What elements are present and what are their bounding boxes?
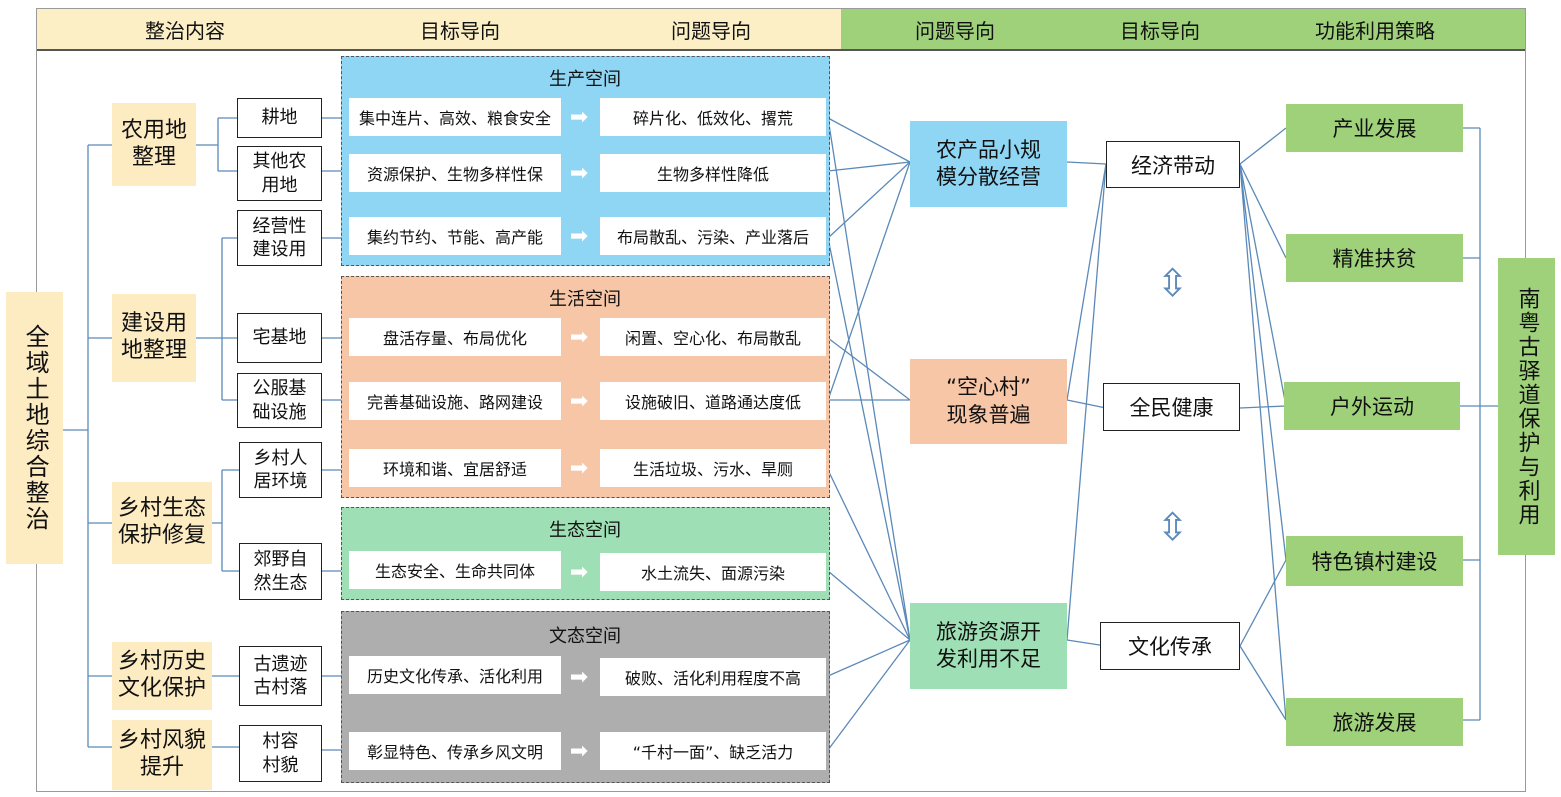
- header-target: 目标导向: [420, 18, 500, 43]
- target-cell: 环境和谐、宜居舒适: [349, 449, 561, 487]
- right-arrow-icon: ➡: [569, 223, 589, 249]
- item-village-appearance: 村容 村貌: [239, 725, 322, 782]
- target-cell: 完善基础设施、路网建设: [349, 382, 561, 420]
- goal-health: 全民健康: [1103, 383, 1240, 431]
- panel-title: 生态空间: [549, 520, 621, 541]
- header-target-2: 目标导向: [1120, 18, 1200, 43]
- item-homestead: 宅基地: [237, 313, 322, 363]
- problem-cell: 闲置、空心化、布局散乱: [600, 318, 826, 356]
- problem-cell: 水土流失、面源污染: [600, 553, 826, 591]
- item-farmland: 耕地: [237, 98, 322, 138]
- item-ancient-villages: 古遗迹 古村落: [239, 646, 322, 706]
- problem-cell: 生活垃圾、污水、旱厕: [600, 449, 826, 487]
- panel-living: 生活空间 盘活存量、布局优化 ➡ 闲置、空心化、布局散乱 完善基础设施、路网建设…: [341, 276, 830, 498]
- category-history: 乡村历史 文化保护: [112, 642, 212, 710]
- header-strategy: 功能利用策略: [1315, 18, 1435, 43]
- problem-tourism-underused: 旅游资源开 发利用不足: [910, 603, 1067, 689]
- target-cell: 集中连片、高效、粮食安全: [349, 98, 561, 136]
- right-arrow-icon: ➡: [569, 455, 589, 481]
- category-ecology: 乡村生态 保护修复: [112, 482, 212, 564]
- panel-ecology: 生态空间 生态安全、生命共同体 ➡ 水土流失、面源污染: [341, 507, 830, 600]
- target-cell: 资源保护、生物多样性保: [349, 154, 561, 192]
- strategy-town-building: 特色镇村建设: [1286, 536, 1463, 586]
- right-arrow-icon: ➡: [569, 559, 589, 585]
- target-cell: 盘活存量、布局优化: [349, 318, 561, 356]
- problem-cell: “千村一面”、缺乏活力: [600, 732, 826, 770]
- double-arrow-icon: ⇳: [1156, 505, 1189, 549]
- panel-production: 生产空间 集中连片、高效、粮食安全 ➡ 碎片化、低效化、撂荒 资源保护、生物多样…: [341, 56, 830, 266]
- problem-hollow-village: “空心村” 现象普遍: [910, 359, 1067, 444]
- strategy-tourism: 旅游发展: [1286, 698, 1463, 746]
- item-living-environment: 乡村人 居环境: [239, 442, 322, 498]
- problem-cell: 生物多样性降低: [600, 154, 826, 192]
- right-arrow-icon: ➡: [569, 104, 589, 130]
- root-node: 全域土地综合整治: [6, 292, 63, 564]
- double-arrow-icon: ⇳: [1156, 261, 1189, 305]
- target-cell: 历史文化传承、活化利用: [349, 656, 561, 694]
- header-problem: 问题导向: [671, 18, 751, 43]
- problem-cell: 破败、活化利用程度不高: [600, 658, 826, 696]
- right-arrow-icon: ➡: [569, 738, 589, 764]
- problem-cell: 布局散乱、污染、产业落后: [600, 217, 826, 255]
- header-right-band: [841, 9, 1525, 49]
- strategy-poverty: 精准扶贫: [1286, 234, 1463, 282]
- target-cell: 彰显特色、传承乡风文明: [349, 732, 561, 770]
- category-farmland: 农用地 整理: [112, 103, 196, 186]
- item-public-facilities: 公服基 础设施: [237, 373, 322, 428]
- panel-title: 生活空间: [549, 289, 621, 310]
- right-arrow-icon: ➡: [569, 388, 589, 414]
- header-left-band: [37, 9, 841, 49]
- problem-small-scale-farming: 农产品小规 模分散经营: [910, 121, 1067, 207]
- item-other-farmland: 其他农 用地: [237, 146, 322, 201]
- target-cell: 生态安全、生命共同体: [349, 551, 561, 589]
- header-content: 整治内容: [145, 18, 225, 43]
- right-arrow-icon: ➡: [569, 160, 589, 186]
- goal-economy: 经济带动: [1106, 141, 1240, 188]
- goal-culture: 文化传承: [1100, 622, 1240, 670]
- category-landscape: 乡村风貌 提升: [112, 720, 212, 790]
- strategy-industry: 产业发展: [1286, 104, 1463, 152]
- right-arrow-icon: ➡: [569, 664, 589, 690]
- category-construction-land: 建设用 地整理: [112, 294, 196, 382]
- header-problem-2: 问题导向: [915, 18, 995, 43]
- item-natural-ecology: 郊野自 然生态: [239, 543, 322, 600]
- item-commercial-land: 经营性 建设用: [237, 210, 322, 266]
- panel-culture: 文态空间 历史文化传承、活化利用 ➡ 破败、活化利用程度不高 彰显特色、传承乡风…: [341, 611, 830, 783]
- problem-cell: 设施破旧、道路通达度低: [600, 382, 826, 420]
- target-cell: 集约节约、节能、高产能: [349, 217, 561, 255]
- panel-title: 生产空间: [549, 69, 621, 90]
- final-goal: 南粤古驿道保护与利用: [1498, 258, 1555, 555]
- panel-title: 文态空间: [549, 626, 621, 647]
- strategy-outdoor: 户外运动: [1284, 382, 1460, 430]
- right-arrow-icon: ➡: [569, 324, 589, 350]
- problem-cell: 碎片化、低效化、撂荒: [600, 98, 826, 136]
- header-divider: [37, 49, 1525, 51]
